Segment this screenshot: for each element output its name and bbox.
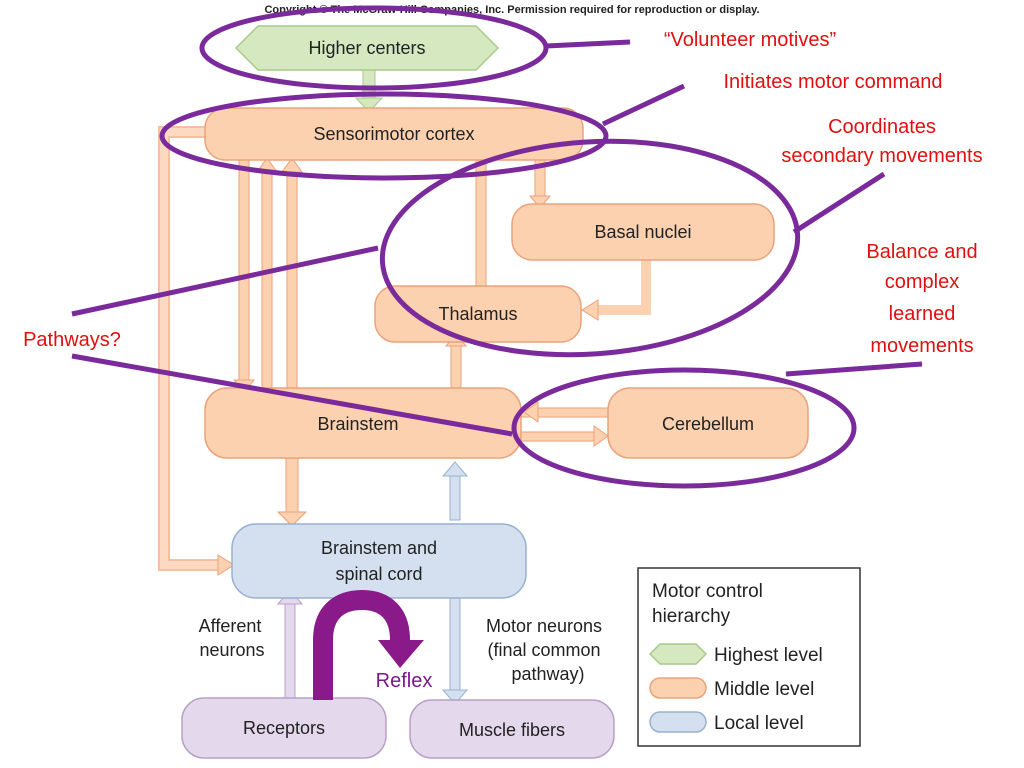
cortex-to-spinal-arrowhead [217,554,235,576]
ellipse-sensorimotor-cortex [159,91,609,181]
ellipse-cerebellum [511,367,857,489]
annotation-coordinates-2: secondary movements [781,145,982,167]
brainstem-label: Brainstem [317,414,398,434]
annotation-balance-1: Balance and [866,241,977,263]
annotation-volunteer: “Volunteer motives” [664,29,836,51]
node-brainstem: Brainstem [204,387,522,459]
line-coordinates [792,171,886,235]
legend-title-1: Motor control [652,581,763,602]
annotation-balance-3: learned [889,303,956,325]
legend-middle: Middle level [714,679,814,700]
motor-neuron-pathway [449,597,461,695]
receptors-label: Receptors [243,718,325,738]
brainstem-to-thalamus-pathway [450,341,462,389]
sensorimotor-cortex-label: Sensorimotor cortex [313,124,474,144]
cortex-up-pathway [261,167,273,389]
reflex-label: Reflex [376,670,433,692]
node-brainstem-spinal-cord: Brainstem and spinal cord [231,523,527,599]
node-cerebellum: Cerebellum [607,387,809,459]
ellipse-higher-centers [199,5,549,91]
legend-swatch-local [649,711,707,733]
afferent-label-1: Afferent [199,616,262,636]
line-volunteer [545,39,631,49]
higher-centers-label: Higher centers [308,38,425,58]
brainstem-spinal-label-2: spinal cord [335,564,422,584]
brainstem-to-spinal-pathway [285,457,299,515]
motor-label-2: (final common [487,640,600,660]
brainstem-to-cerebellum-pathway [520,431,600,442]
cortex-up-pathway-2 [286,167,298,389]
motor-label-1: Motor neurons [486,616,602,636]
line-initiates [601,83,686,127]
legend-local: Local level [714,713,804,734]
thalamus-to-cortex-pathway [475,159,487,289]
basal-to-thalamus-pathway [596,258,651,315]
annotation-balance-2: complex [885,271,959,293]
line-pathways-upper [71,245,379,317]
legend-title-2: hierarchy [652,606,731,627]
legend-swatch-middle [649,677,707,699]
annotation-coordinates-1: Coordinates [828,116,936,138]
node-receptors: Receptors [181,697,387,759]
local-pathways [276,461,469,705]
node-muscle-fibers: Muscle fibers [409,699,615,759]
legend: Motor control hierarchy Highest level Mi… [637,567,861,747]
node-basal-nuclei: Basal nuclei [511,203,775,261]
node-thalamus: Thalamus [374,285,582,343]
cortex-to-spinal-loop [158,126,220,571]
muscle-fibers-label: Muscle fibers [459,720,565,740]
afferent-neuron-pathway [284,599,296,701]
line-pathways-lower [71,353,513,437]
higher-to-cortex-arrowhead [354,97,384,113]
spinal-to-brainstem-pathway [449,471,461,521]
annotation-initiates: Initiates motor command [724,71,943,93]
annotation-overlays [71,5,923,489]
basal-nuclei-label: Basal nuclei [594,222,691,242]
brainstem-spinal-label-1: Brainstem and [321,538,437,558]
thalamus-label: Thalamus [438,304,517,324]
motor-label-3: pathway) [511,664,584,684]
reflex-arrow: Reflex [313,589,433,700]
legend-highest: Highest level [714,645,823,666]
annotation-balance-4: movements [870,335,973,357]
legend-swatch-highest [648,643,708,665]
annotation-pathways: Pathways? [23,329,121,351]
cerebellum-label: Cerebellum [662,414,754,434]
node-sensorimotor-cortex: Sensorimotor cortex [204,107,584,161]
ellipse-basal-thalamus [379,138,801,358]
line-balance [785,361,923,377]
afferent-label-2: neurons [199,640,264,660]
node-higher-centers: Higher centers [234,25,500,71]
